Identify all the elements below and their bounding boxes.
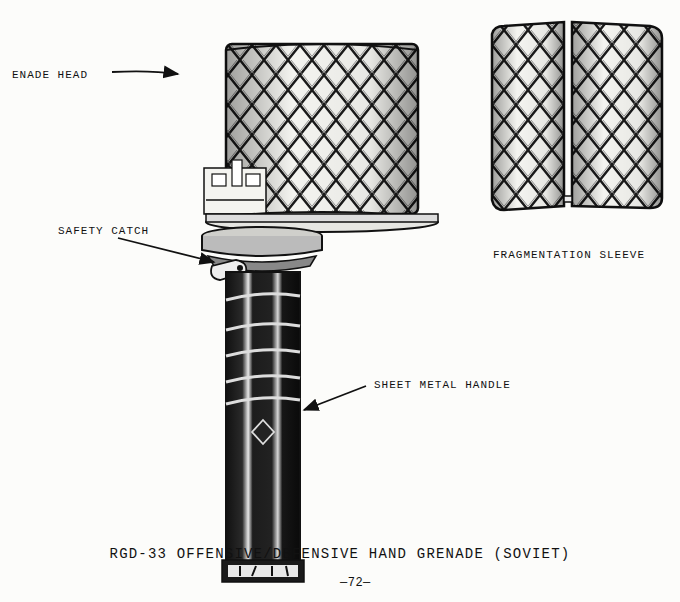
part-label: ENADE HEAD <box>12 69 88 81</box>
caption-box: RGD-33 OFFENSIVE/DEFENSIVE HAND GRENADE … <box>0 544 680 562</box>
sheet-metal-handle <box>222 272 304 582</box>
page-number: —72— <box>340 576 371 590</box>
part-label-box: SAFETY CATCH <box>58 220 149 238</box>
part-label-box: ENADE HEAD <box>12 64 88 82</box>
caption: RGD-33 OFFENSIVE/DEFENSIVE HAND GRENADE … <box>110 546 571 562</box>
page-number-box: —72— <box>340 572 371 590</box>
grenade-head <box>204 44 418 214</box>
part-label: FRAGMENTATION SLEEVE <box>493 249 645 261</box>
fragmentation-sleeve <box>492 22 662 210</box>
leader-lines <box>112 71 366 410</box>
part-label: SAFETY CATCH <box>58 225 149 237</box>
part-label-box: FRAGMENTATION SLEEVE <box>493 244 645 262</box>
part-label: SHEET METAL HANDLE <box>374 379 511 391</box>
part-label-box: SHEET METAL HANDLE <box>374 374 511 392</box>
